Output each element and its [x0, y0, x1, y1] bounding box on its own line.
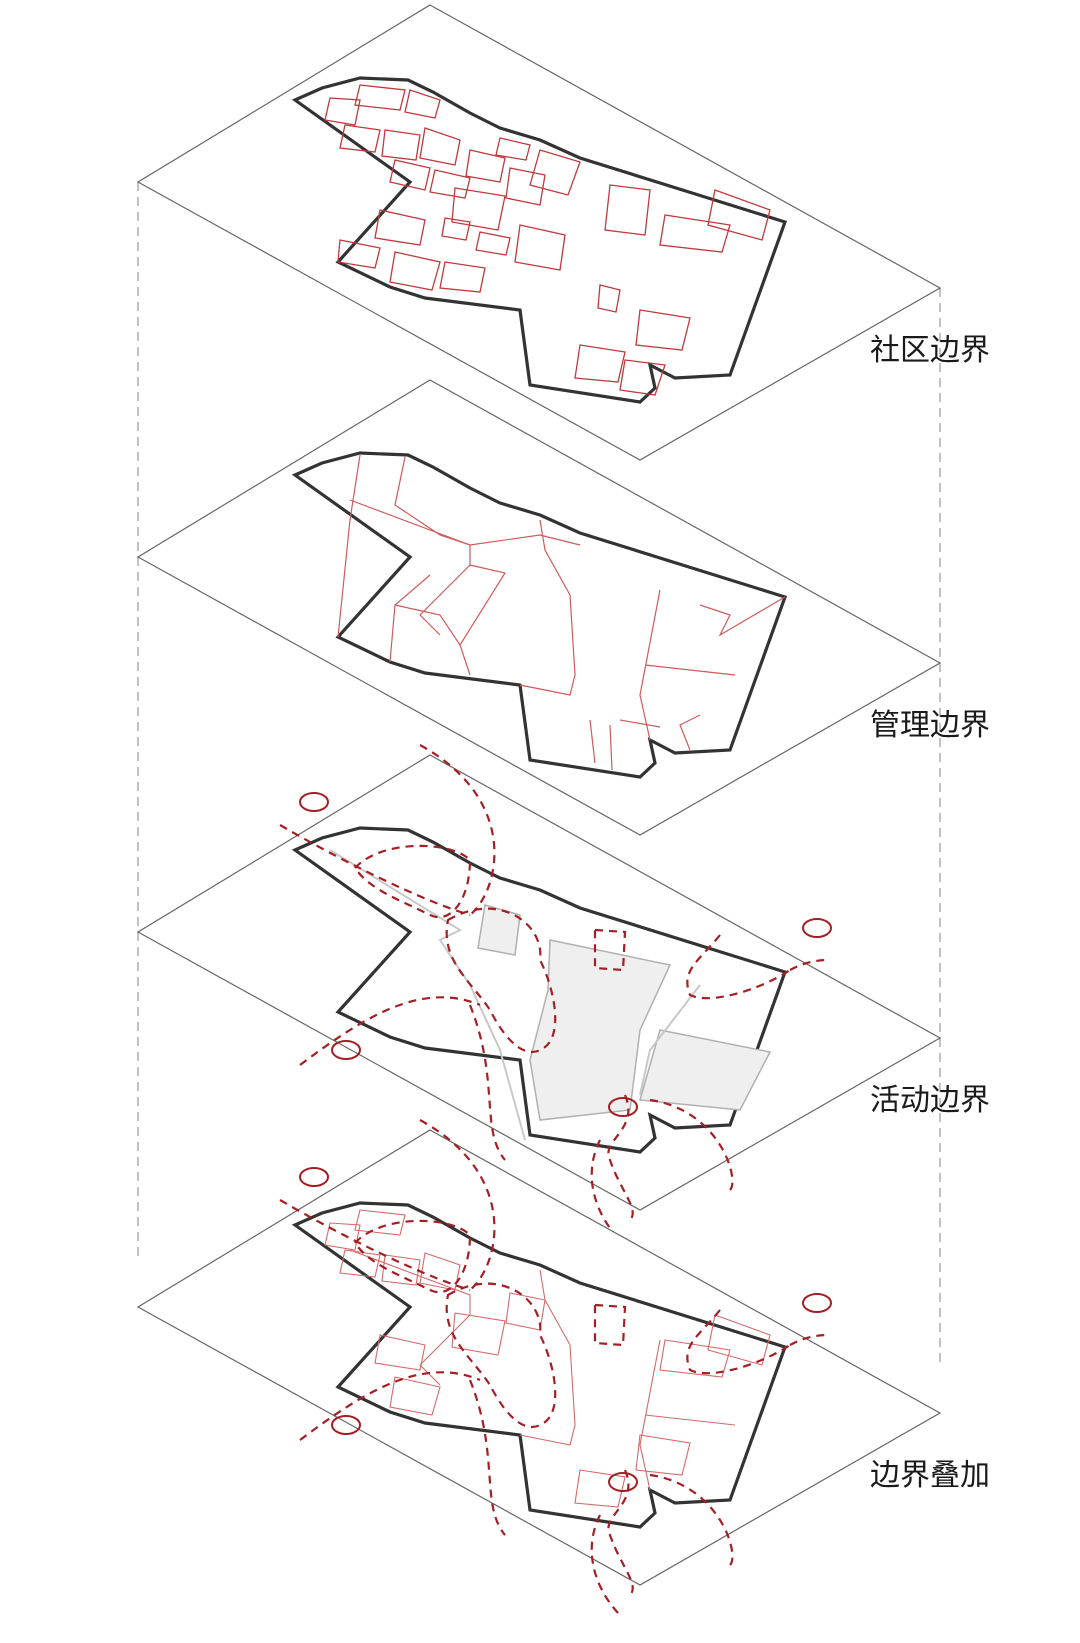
layer-label: 管理边界: [870, 708, 990, 743]
layer-management: 管理边界: [136, 379, 990, 836]
layer-label: 活动边界: [870, 1083, 990, 1118]
activity-dashed-boundaries: [279, 744, 831, 1241]
overlay-footprints: [324, 1209, 771, 1508]
layer-label: 社区边界: [870, 333, 990, 368]
layer-label: 边界叠加: [870, 1458, 990, 1493]
overlay-dashed-boundaries: [279, 1119, 831, 1616]
layer-overlay: 边界叠加: [136, 1119, 990, 1616]
building-footprints: [324, 84, 771, 396]
overlay-nodes: [299, 1167, 832, 1492]
public-space-areas: [477, 904, 772, 1121]
layer-activity: 活动边界: [136, 744, 990, 1241]
management-parcels: [337, 454, 786, 771]
activity-nodes: [299, 792, 832, 1117]
layer-community: 社区边界: [136, 4, 990, 461]
